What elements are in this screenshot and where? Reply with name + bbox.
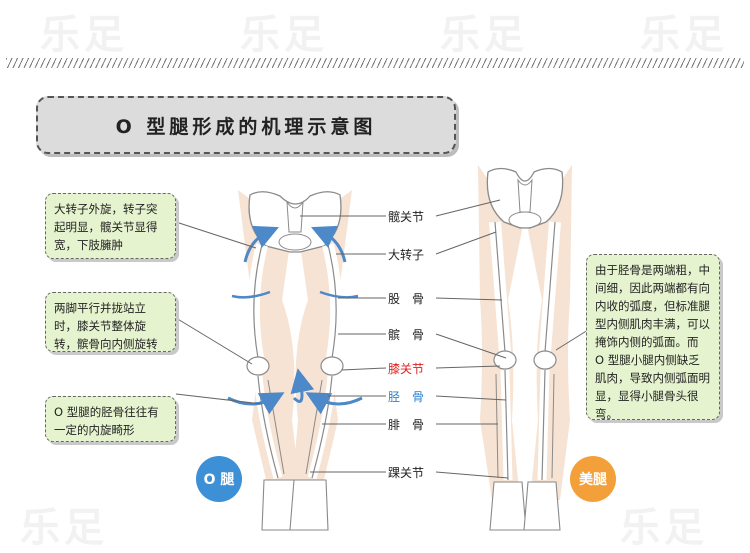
badge-nice-leg: 美腿 [570,456,616,502]
label-ankle-joint: 踝关节 [388,466,425,480]
title-box: O 型腿形成的机理示意图 [36,96,456,154]
watermark: 乐足 [620,505,708,551]
note-tibia-rotation-text: O 型腿的胫骨往往有一定的内旋畸形 [54,405,159,437]
note-calf-muscle: 由于胫骨是两端粗，中间细，因此两端都有向内收的弧度，但标准腿型内侧肌肉丰满，可以… [586,254,720,421]
watermark: 乐足 [240,12,328,58]
watermark: 乐足 [640,12,728,58]
note-knee-rotation: 两脚平行并拢站立时，膝关节整体旋转，髌骨向内侧旋转 [45,292,176,352]
label-fibula: 腓 骨 [388,418,425,432]
label-tibia: 胫 骨 [388,390,425,404]
label-femur: 股 骨 [388,292,425,306]
note-knee-rotation-text: 两脚平行并拢站立时，膝关节整体旋转，髌骨向内侧旋转 [54,301,158,351]
label-greater-trochanter: 大转子 [388,248,425,262]
badge-nice-leg-text: 美腿 [579,472,607,488]
leader-lines [175,199,589,479]
badge-o-leg-text: O 腿 [203,472,235,488]
o-leg-figure [227,190,363,531]
watermark: 乐足 [440,12,528,58]
badge-o-leg: O 腿 [196,456,242,502]
watermark: 乐足 [20,505,108,551]
label-patella: 髌 骨 [388,328,425,342]
label-hip-joint: 髋关节 [388,210,425,224]
watermark: 乐足 [40,12,128,58]
decorative-stripe [6,58,744,68]
page-title: O 型腿形成的机理示意图 [115,115,377,138]
note-trochanter-text: 大转子外旋，转子突起明显，髋关节显得宽，下肢臃肿 [54,202,158,252]
note-calf-muscle-text: 由于胫骨是两端粗，中间细，因此两端都有向内收的弧度，但标准腿型内侧肌肉丰满，可以… [595,263,710,421]
note-tibia-rotation: O 型腿的胫骨往往有一定的内旋畸形 [45,396,176,442]
note-trochanter: 大转子外旋，转子突起明显，髋关节显得宽，下肢臃肿 [45,193,176,259]
nice-leg-figure [478,165,572,531]
label-knee-joint: 膝关节 [388,362,425,376]
